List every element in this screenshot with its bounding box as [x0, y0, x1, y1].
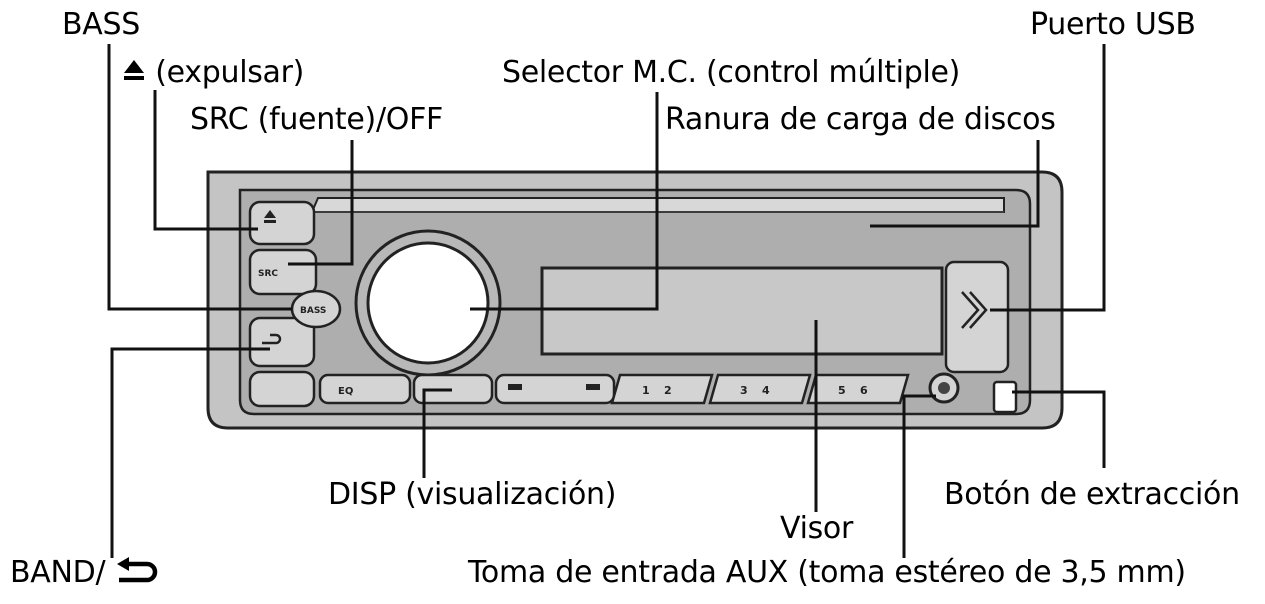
label-bass: BASS: [62, 7, 140, 42]
src-button: [248, 248, 318, 296]
label-src: SRC (fuente)/OFF: [190, 102, 443, 137]
preset-5: 5: [838, 384, 846, 397]
preset-4: 4: [762, 384, 770, 397]
eq-button: [318, 373, 412, 405]
label-aux: Toma de entrada AUX (toma estéreo de 3,5…: [468, 555, 1186, 590]
preset-6: 6: [860, 384, 868, 397]
callout-lines: [107, 44, 1106, 558]
preset-1: 1: [642, 384, 650, 397]
seek-button: [494, 373, 616, 405]
callout-src: [288, 140, 354, 266]
preset-4-6-left: [708, 373, 812, 405]
callout-disp: [422, 388, 452, 478]
label-selector: Selector M.C. (control múltiple): [502, 55, 961, 90]
preset-4-6-right: [806, 373, 910, 405]
label-band: BAND/: [10, 555, 106, 590]
callout-aux: [902, 394, 936, 558]
label-disp: DISP (visualización): [328, 477, 617, 512]
bass-button-text: BASS: [300, 306, 326, 316]
label-eject-row: (expulsar): [122, 56, 304, 90]
preset-2: 2: [664, 384, 672, 397]
callout-eject: [153, 90, 258, 231]
callout-bass: [107, 44, 292, 311]
label-release: Botón de extracción: [944, 477, 1240, 512]
eject-button: [248, 200, 316, 246]
callout-slot: [870, 140, 1040, 228]
release-button: [992, 380, 1018, 414]
band-button: [248, 316, 316, 368]
multi-control-dial: [366, 241, 490, 365]
callout-release: [1012, 390, 1106, 468]
preset-3: 3: [740, 384, 748, 397]
callout-selector: [470, 92, 659, 311]
src-button-text: SRC: [258, 269, 278, 279]
label-usb: Puerto USB: [1030, 7, 1196, 42]
display-window: [540, 266, 944, 356]
label-slot: Ranura de carga de discos: [665, 102, 1056, 137]
label-band-row: BAND/: [10, 556, 161, 590]
eject-icon: [122, 57, 146, 85]
callout-band: [110, 347, 270, 558]
lower-left-button: [248, 370, 316, 408]
label-eject: (expulsar): [155, 55, 305, 90]
usb-door: [944, 260, 1010, 374]
label-visor: Visor: [780, 511, 854, 546]
eq-button-text: EQ: [338, 386, 353, 397]
back-arrow-icon: [115, 556, 161, 587]
disp-button: [412, 373, 494, 405]
callout-usb: [990, 44, 1106, 312]
preset-1-3: [610, 373, 714, 405]
